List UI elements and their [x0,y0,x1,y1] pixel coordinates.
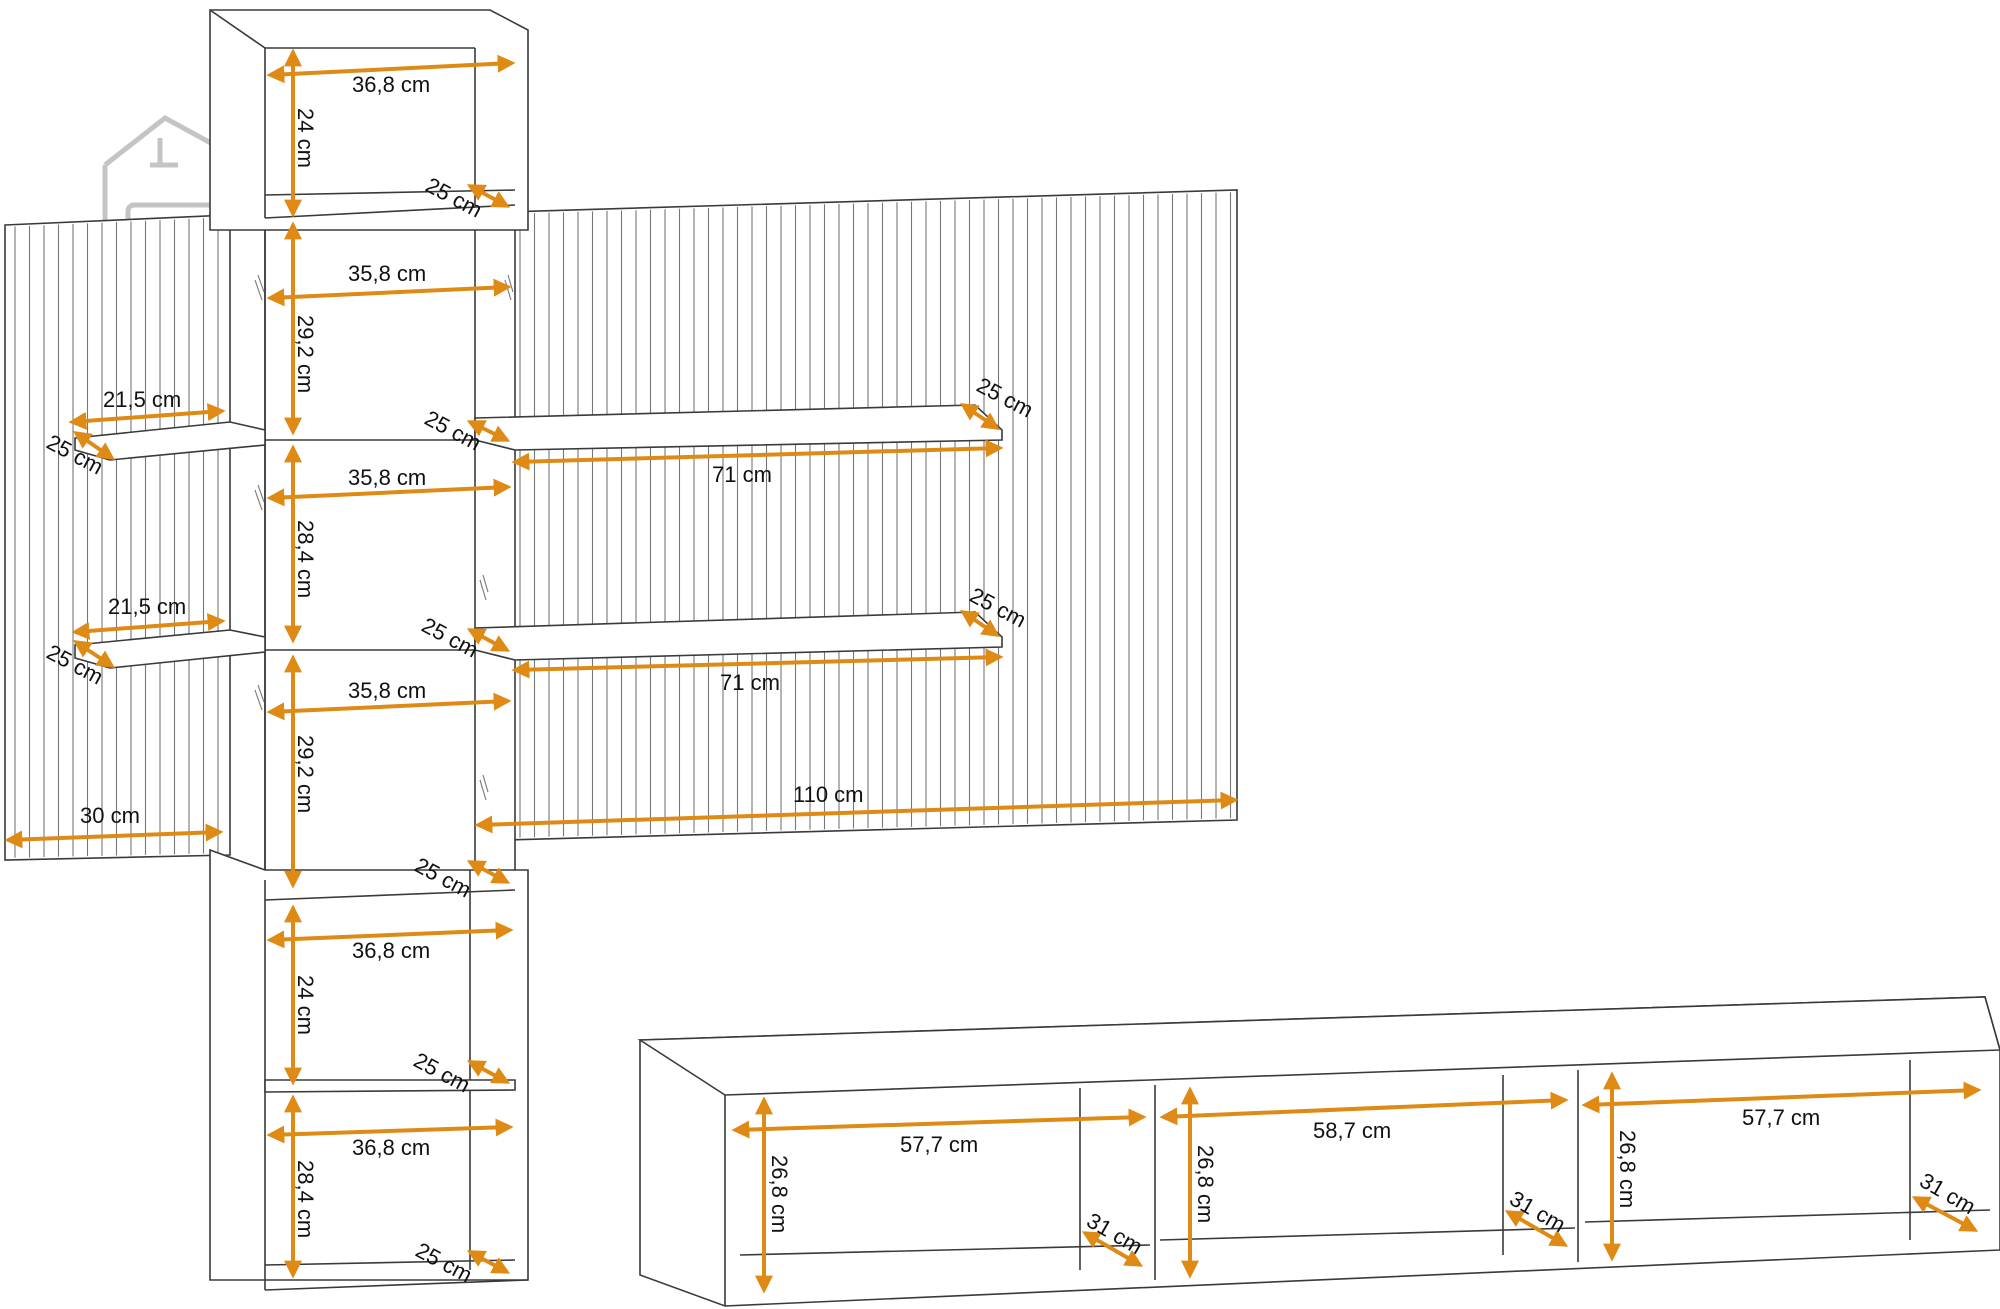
bottom-upper-width-label: 36,8 cm [352,938,430,963]
tower-upper-width-label: 35,8 cm [348,261,426,286]
bottom-lower-width-label: 36,8 cm [352,1135,430,1160]
tv-left-width-label: 57,7 cm [900,1132,978,1157]
panel-slats [14,217,219,858]
left-shelf2-width-label: 21,5 cm [108,594,186,619]
left-shelf1-width-label: 21,5 cm [103,387,181,412]
left-panel-width-label: 30 cm [80,803,140,828]
tv-stand [637,996,2000,1307]
panel-slats [519,192,1232,838]
tv-middle-width-label: 58,7 cm [1313,1118,1391,1143]
tower-lower-width-label: 35,8 cm [348,678,426,703]
right-shelves [474,404,1003,661]
right-shelf1-width-label: 71 cm [712,462,772,487]
right-shelf2-width-label: 71 cm [720,670,780,695]
tv-left-height-label: 26,8 cm [767,1155,792,1233]
bottom-lower-height-label: 28,4 cm [293,1160,318,1238]
dimension-lines [4,48,1982,1294]
slatted-wall-panel-left [4,214,231,861]
tower-lower-height-label: 29,2 cm [293,735,318,813]
bottom-wall-cabinet [209,848,529,1291]
tv-right-width-label: 57,7 cm [1742,1105,1820,1130]
tower-upper-height-label: 29,2 cm [293,315,318,393]
right-panel-width-label: 110 cm [793,782,864,807]
glass-tower [254,217,516,884]
tv-right-height-label: 26,8 cm [1615,1130,1640,1208]
tower-middle-height-label: 28,4 cm [293,520,318,598]
bottom-upper-height-label: 24 cm [293,975,318,1035]
tower-middle-width-label: 35,8 cm [348,465,426,490]
top-cabinet-width-label: 36,8 cm [352,72,430,97]
slatted-wall-panel-right [504,189,1238,841]
tv-middle-height-label: 26,8 cm [1193,1145,1218,1223]
top-cabinet-height-label: 24 cm [293,108,318,168]
